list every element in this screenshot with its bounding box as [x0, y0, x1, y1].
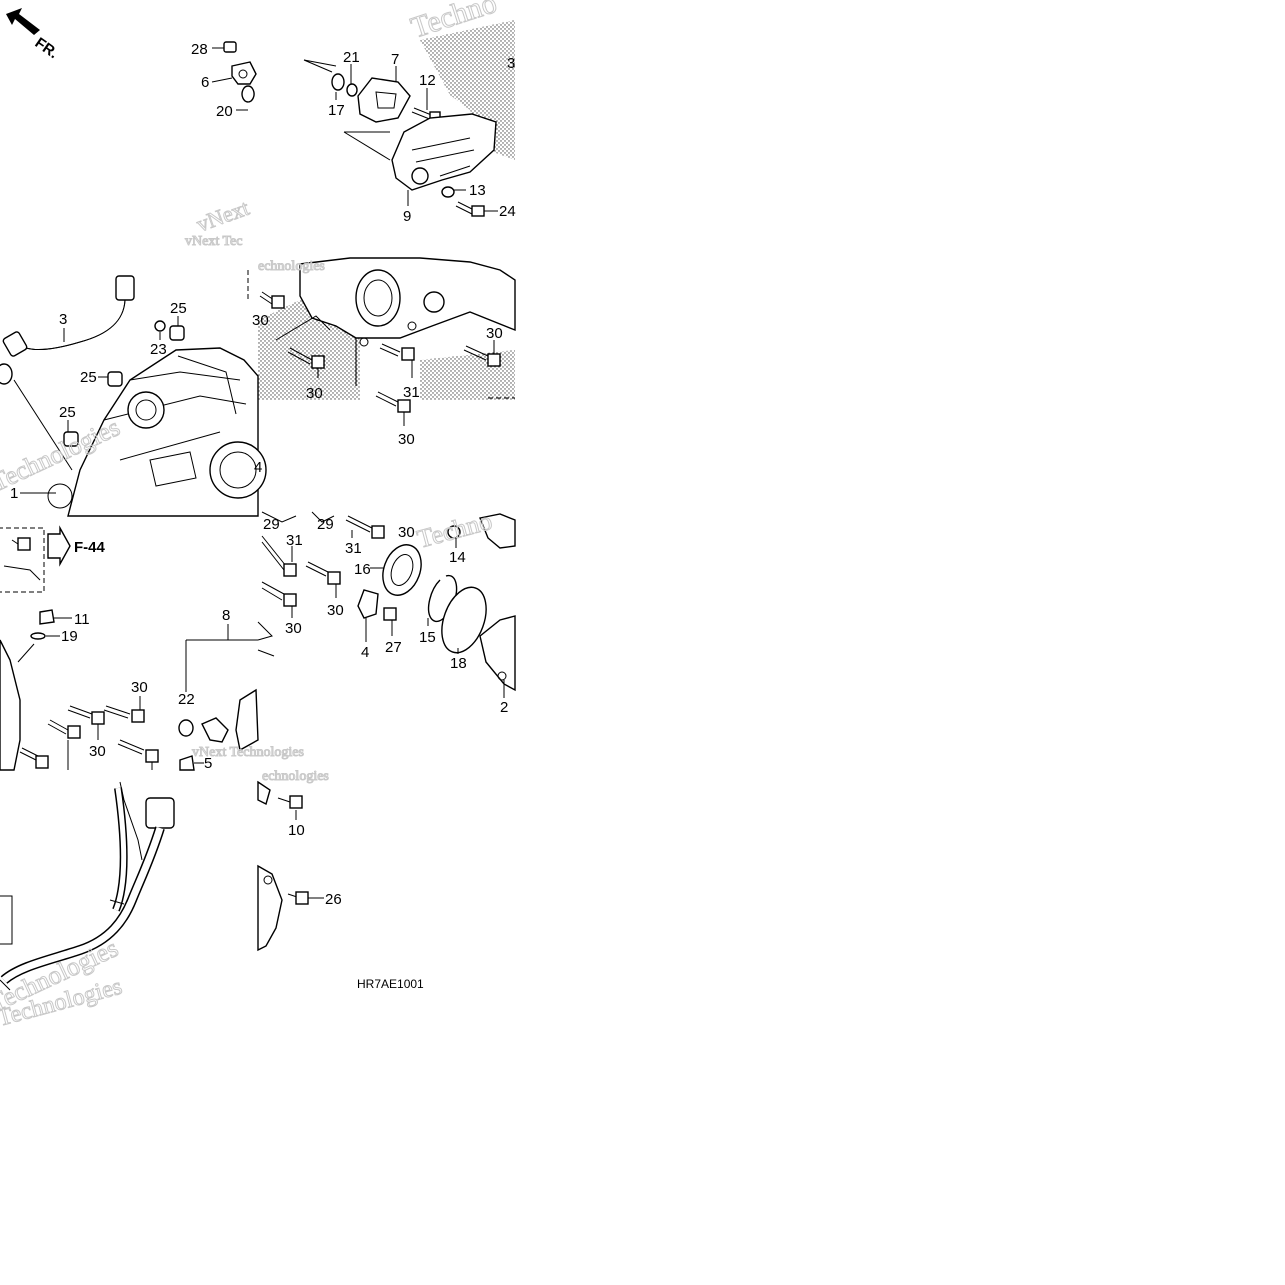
callout-30: 30 — [252, 312, 269, 329]
callout-2: 2 — [500, 699, 508, 716]
callout-9: 9 — [403, 208, 411, 225]
callout-31: 31 — [286, 532, 303, 549]
watermark-text: vNext Tec — [185, 234, 242, 249]
callout-30: 30 — [486, 325, 503, 342]
part-cover-left — [0, 609, 55, 771]
callout-3: 3 — [507, 55, 515, 72]
part-harness-10 — [0, 781, 175, 991]
part-cover-assembly — [331, 73, 497, 217]
callout-23: 23 — [150, 341, 167, 358]
front-arrow-icon — [6, 8, 40, 35]
watermark-text: vNext Technologies — [192, 745, 304, 760]
callout-31: 31 — [345, 540, 362, 557]
callout-7: 7 — [391, 51, 399, 68]
callout-30: 30 — [131, 679, 148, 696]
part-bolts-30-31 — [259, 291, 501, 413]
callout-6: 6 — [201, 74, 209, 91]
callout-24: 24 — [499, 203, 516, 220]
callout-20: 20 — [216, 103, 233, 120]
callout-19: 19 — [61, 628, 78, 645]
part-bolts-lower — [19, 705, 159, 769]
callout-11: 11 — [74, 611, 90, 628]
callout-14: 14 — [449, 549, 466, 566]
callout-22: 22 — [178, 691, 195, 708]
callout-4: 4 — [361, 644, 369, 661]
callout-3: 3 — [59, 311, 67, 328]
callout-26: 26 — [325, 891, 342, 908]
callout-1: 1 — [10, 485, 18, 502]
part-harness-3 — [2, 275, 135, 357]
callout-30: 30 — [398, 431, 415, 448]
callout-5: 5 — [204, 755, 212, 772]
callout-10: 10 — [288, 822, 305, 839]
callout-12: 12 — [419, 72, 436, 89]
callout-29: 29 — [263, 516, 280, 533]
watermark-text: Techno — [414, 506, 495, 554]
watermark-text: echnologies — [262, 769, 329, 784]
callout-21: 21 — [343, 49, 360, 66]
watermark-text: echnologies — [258, 259, 325, 274]
callout-16: 16 — [354, 561, 371, 578]
part-case-1 — [47, 347, 267, 517]
part-sensor-group — [223, 41, 257, 103]
callout-25: 25 — [80, 369, 97, 386]
callout-25: 25 — [59, 404, 76, 421]
callout-15: 15 — [419, 629, 436, 646]
callout-13: 13 — [469, 182, 486, 199]
callout-27: 27 — [385, 639, 402, 656]
diagram-code: HR7AE1001 — [357, 977, 424, 991]
callout-18: 18 — [450, 655, 467, 672]
callout-30: 30 — [306, 385, 323, 402]
callout-17: 17 — [328, 102, 345, 119]
watermark-text: vNext — [193, 195, 252, 237]
callout-29: 29 — [317, 516, 334, 533]
callout-28: 28 — [191, 41, 208, 58]
part-bearing-group — [261, 511, 516, 692]
callout-4: 4 — [254, 459, 262, 476]
front-label: FR. — [32, 34, 62, 62]
callout-30: 30 — [285, 620, 302, 637]
callout-25: 25 — [170, 300, 187, 317]
callout-8: 8 — [222, 607, 230, 624]
direction-indicator: FR. — [6, 8, 61, 62]
callout-30: 30 — [89, 743, 106, 760]
callout-30: 30 — [327, 602, 344, 619]
callout-31: 31 — [403, 384, 420, 401]
part-case-right — [299, 257, 516, 347]
reference-label: F-44 — [74, 539, 106, 556]
callout-30: 30 — [398, 524, 415, 541]
